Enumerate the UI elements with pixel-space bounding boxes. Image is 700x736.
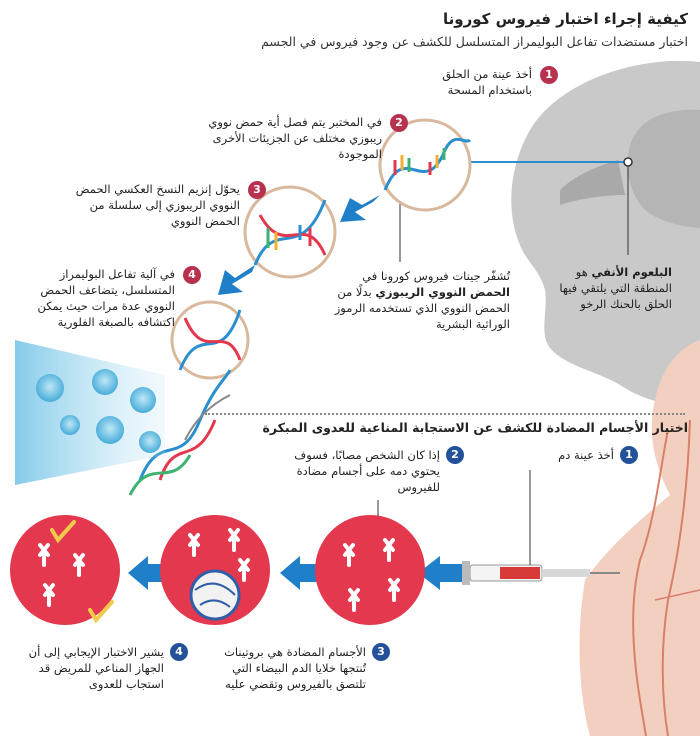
step-badge-pcr-1: 1 — [540, 66, 558, 84]
antibody-circle-positive — [10, 515, 120, 625]
fluorescent-beam — [15, 340, 165, 485]
dna-circle-2 — [170, 300, 250, 380]
pcr-step-2-text: في المختبر يتم فصل أية حمض نووي ريبوزي م… — [208, 115, 382, 161]
antibody-arrows — [128, 556, 462, 590]
syringe — [462, 561, 620, 585]
ab-step-1-text: أخذ عينة دم — [558, 448, 614, 462]
step-badge-pcr-3: 3 — [248, 181, 266, 199]
pcr-step-1-text: أخذ عينة من الحلق باستخدام المسحة — [442, 67, 532, 97]
rna-note-bold: الحمض النووي الريبوزي — [375, 285, 510, 299]
page-subtitle: اختبار مستضدات تفاعل البوليمراز المتسلسل… — [261, 34, 688, 49]
step-badge-ab-2: 2 — [446, 446, 464, 464]
section-divider — [205, 413, 685, 415]
rna-note-pre: تُشفّر جينات فيروس كورونا في — [362, 269, 510, 283]
pcr-step-3-text: يحوّل إنزيم النسخ العكسي الحمض النووي ال… — [75, 182, 240, 228]
step-badge-pcr-2: 2 — [390, 114, 408, 132]
torso-silhouette — [579, 340, 700, 736]
rna-note-post: بدلًا من الحمض النووي الذي تستخدمه الرمو… — [334, 285, 510, 331]
antibody-section-title: اختبار الأجسام المضادة للكشف عن الاستجاب… — [262, 420, 688, 435]
step-badge-ab-1: 1 — [620, 446, 638, 464]
ab-step-3-text: الأجسام المضادة هي بروتينات تُنتجها خلاي… — [224, 645, 366, 691]
ab-step-4-text: يشير الاختبار الإيجابي إلى أن الجهاز الم… — [28, 645, 164, 691]
step-badge-ab-4: 4 — [170, 643, 188, 661]
dna-circle-1 — [243, 185, 337, 279]
pcr-step-4-text: في آلية تفاعل البوليمراز المتسلسل، يتضاع… — [37, 267, 175, 329]
nasopharynx-text: هو المنطقة التي يلتقي فيها الحلق بالحنك … — [559, 265, 672, 311]
head-silhouette — [511, 60, 700, 409]
antibody-circle-blood — [315, 515, 425, 625]
rna-circle — [378, 118, 472, 212]
step-badge-pcr-4: 4 — [183, 266, 201, 284]
ab-step-2-text: إذا كان الشخص مصابًا، فسوف يحتوي دمه على… — [294, 448, 440, 494]
nasopharynx-bold: البلعوم الأنفي — [591, 265, 672, 279]
pcr-arrows — [218, 195, 380, 295]
rna-note: تُشفّر جينات فيروس كورونا في الحمض النوو… — [330, 268, 510, 332]
page-title: كيفية إجراء اختبار فيروس كورونا — [443, 10, 688, 28]
step-badge-ab-3: 3 — [372, 643, 390, 661]
antibody-circle-virus — [160, 515, 270, 625]
nasopharynx-note: البلعوم الأنفي هو المنطقة التي يلتقي فيه… — [554, 264, 672, 312]
